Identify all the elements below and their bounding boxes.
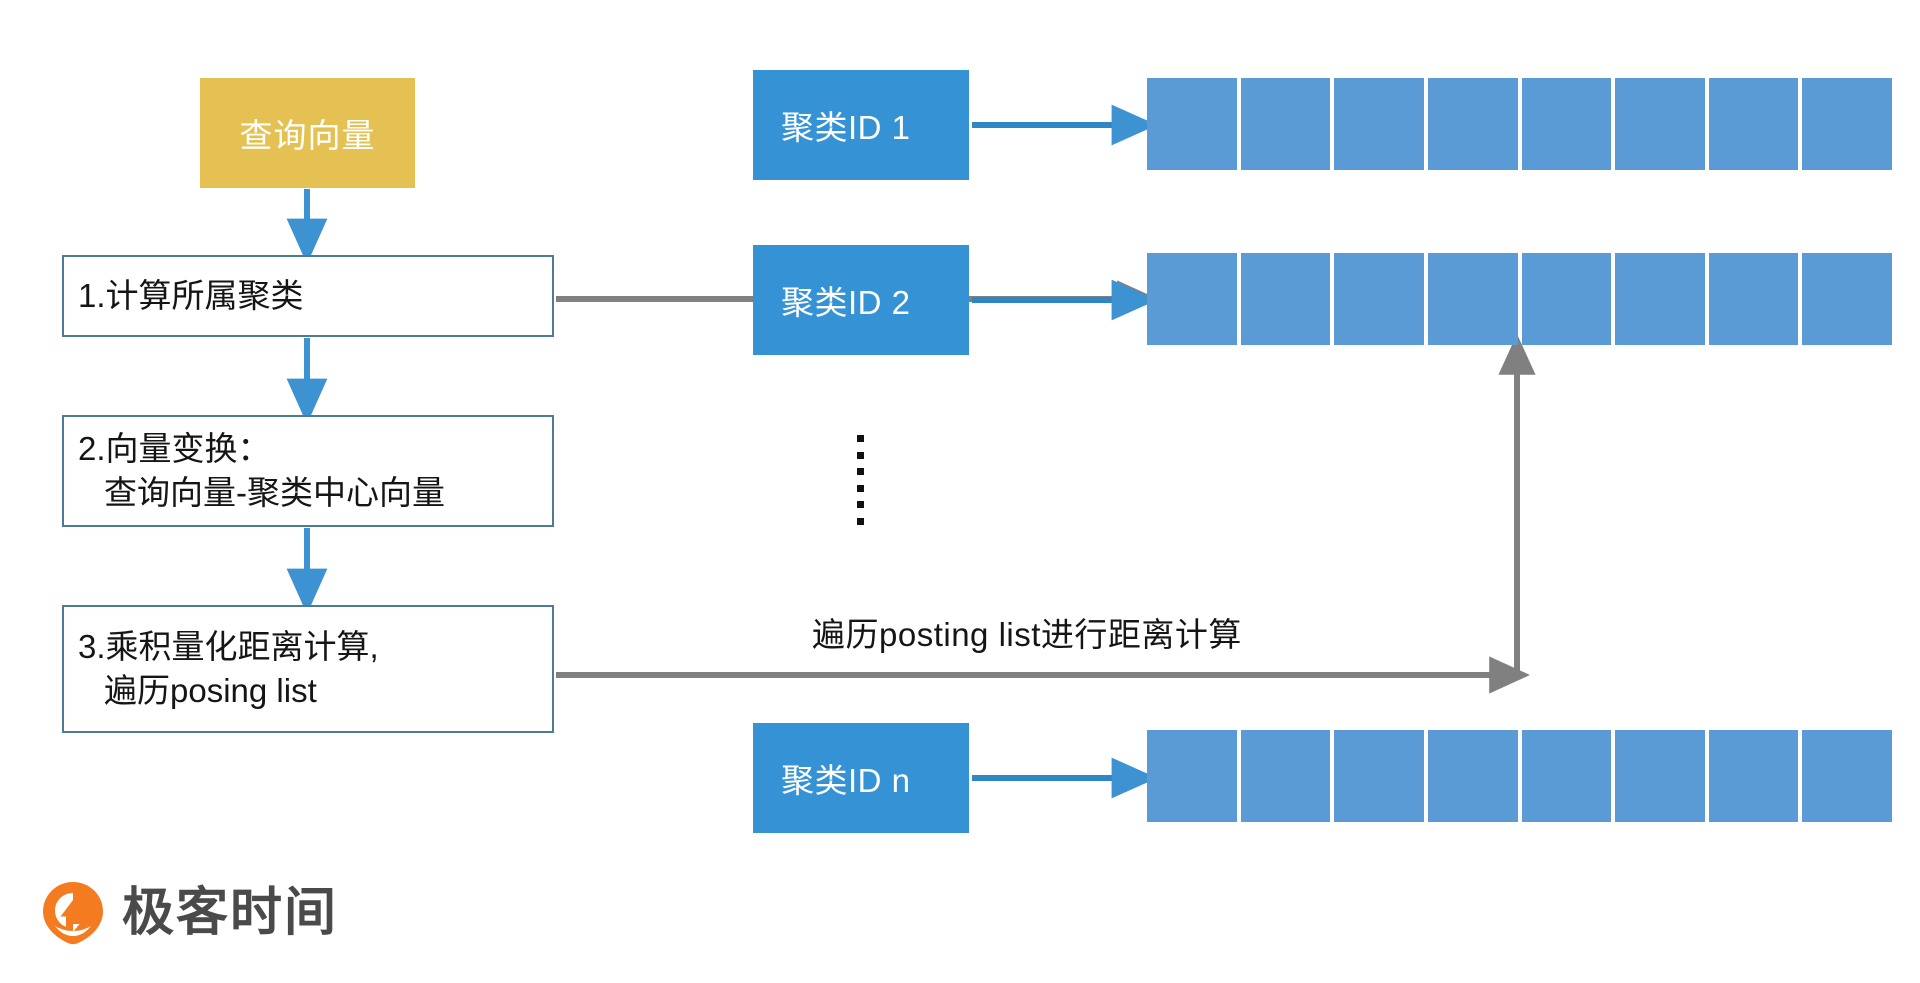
- cluster-id-label-n: 聚类ID n: [781, 762, 911, 799]
- step-3-line-2: 遍历posing list: [104, 672, 317, 709]
- posting-list-cell: [1240, 730, 1331, 822]
- posting-list-row-2: [1147, 253, 1892, 345]
- posting-list-cell: [1708, 730, 1799, 822]
- posting-list-cell: [1147, 730, 1237, 822]
- posting-list-cell: [1521, 78, 1612, 170]
- posting-list-cell: [1147, 253, 1237, 345]
- posting-list-cell: [1802, 730, 1892, 822]
- posting-list-cell: [1427, 78, 1518, 170]
- step-box-3: 3.乘积量化距离计算, 遍历posing list: [62, 605, 554, 733]
- step-box-2: 2.向量变换： 查询向量-聚类中心向量: [62, 415, 554, 527]
- posting-list-row-n: [1147, 730, 1892, 822]
- posting-list-cell: [1521, 730, 1612, 822]
- posting-list-row-1: [1147, 78, 1892, 170]
- posting-list-cell: [1802, 253, 1892, 345]
- step-3-line-1: 3.乘积量化距离计算,: [78, 628, 379, 666]
- posting-list-cell: [1615, 253, 1705, 345]
- cluster-id-label-2: 聚类ID 2: [781, 284, 911, 321]
- ellipsis-dot: [856, 517, 864, 525]
- cluster-id-box-1: 聚类ID 1: [753, 70, 969, 180]
- posting-list-cell: [1521, 253, 1612, 345]
- posting-list-cell: [1708, 253, 1799, 345]
- ellipsis-dot: [856, 468, 864, 476]
- step-box-1: 1.计算所属聚类: [62, 255, 554, 337]
- posting-list-cell: [1147, 78, 1237, 170]
- posting-list-cell: [1427, 253, 1518, 345]
- query-vector-box: 查询向量: [200, 78, 415, 188]
- ellipsis-dot: [856, 451, 864, 459]
- query-vector-label: 查询向量: [239, 117, 376, 154]
- geektime-wordmark: 极客时间: [122, 883, 339, 943]
- cluster-id-box-n: 聚类ID n: [753, 723, 969, 833]
- posting-list-cell: [1615, 730, 1705, 822]
- posting-list-cell: [1802, 78, 1892, 170]
- step-2-line-1: 2.向量变换：: [78, 430, 271, 468]
- traverse-posting-list-label: 遍历posting list进行距离计算: [812, 616, 1242, 653]
- vertical-ellipsis-icon: [853, 435, 867, 525]
- posting-list-cell: [1334, 730, 1424, 822]
- posting-list-cell: [1708, 78, 1799, 170]
- step-1-line-1: 1.计算所属聚类: [78, 277, 304, 315]
- brand-logo: 极客时间: [40, 880, 338, 946]
- ellipsis-dot: [856, 484, 864, 492]
- posting-list-cell: [1427, 730, 1518, 822]
- ellipsis-dot: [856, 435, 864, 442]
- cluster-id-box-2: 聚类ID 2: [753, 245, 969, 355]
- posting-list-cell: [1334, 78, 1424, 170]
- posting-list-cell: [1334, 253, 1424, 345]
- step-2-line-2: 查询向量-聚类中心向量: [104, 474, 445, 511]
- posting-list-cell: [1615, 78, 1705, 170]
- posting-list-cell: [1240, 253, 1331, 345]
- cluster-id-label-1: 聚类ID 1: [781, 109, 911, 146]
- ellipsis-dot: [856, 501, 864, 509]
- geektime-mark-icon: [40, 880, 106, 946]
- posting-list-cell: [1240, 78, 1331, 170]
